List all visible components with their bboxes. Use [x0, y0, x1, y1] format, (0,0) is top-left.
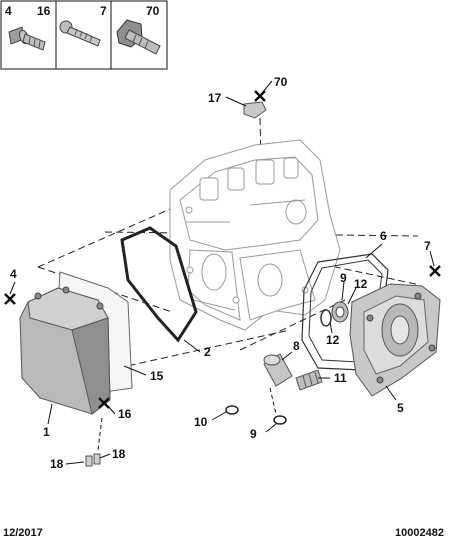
flange-bolt-icon	[8, 26, 46, 51]
bolt-4-marker	[4, 293, 16, 305]
callout-4: 4	[10, 267, 17, 281]
callout-70: 70	[274, 75, 288, 89]
bolt-7-marker	[429, 265, 441, 277]
o-ring-9b	[273, 415, 287, 425]
callout-17: 17	[208, 91, 222, 105]
gasket-2	[120, 226, 198, 343]
bolt-70-marker	[254, 90, 266, 102]
o-ring-9	[320, 309, 332, 327]
callout-1: 1	[43, 425, 50, 439]
callout-15: 15	[150, 369, 164, 383]
seal-12	[331, 301, 349, 323]
sensor-8	[263, 353, 293, 387]
callout-18-left: 18	[50, 457, 64, 471]
o-ring-10	[225, 405, 239, 415]
spring-11	[295, 369, 323, 391]
callout-5: 5	[397, 401, 404, 415]
table-ref-70: 70	[146, 4, 160, 18]
bracket-17	[243, 101, 267, 119]
callout-7: 7	[424, 239, 431, 253]
callout-labels: 70 17 6 7 4 9 12 12 2 8 15 11 5 16 1 10 …	[10, 75, 431, 471]
cover-1	[19, 286, 111, 415]
housing-cover-5	[349, 283, 441, 397]
callout-8: 8	[293, 339, 300, 353]
callout-9-upper: 9	[340, 271, 347, 285]
footer-reference: 10002482	[395, 527, 444, 539]
callout-6: 6	[380, 229, 387, 243]
fastener-table: 4 16 7 70	[0, 0, 168, 70]
callout-11: 11	[334, 371, 347, 385]
callout-12-lower: 12	[326, 333, 340, 347]
callout-18-right: 18	[112, 447, 126, 461]
table-ref-7: 7	[100, 4, 107, 18]
long-screw-icon	[59, 20, 101, 47]
table-qty-16: 16	[37, 4, 51, 18]
leader-lines	[9, 80, 435, 465]
callout-16: 16	[118, 407, 132, 421]
hex-bolt-icon	[116, 19, 161, 55]
callout-2: 2	[204, 345, 211, 359]
callout-12-upper: 12	[354, 277, 368, 291]
footer-date: 12/2017	[3, 527, 43, 539]
callout-10: 10	[194, 415, 208, 429]
table-ref-4: 4	[5, 4, 12, 18]
bolt-16-marker	[98, 397, 110, 409]
gearbox-housing	[169, 139, 341, 331]
callout-9-lower: 9	[250, 427, 257, 441]
clips-18	[85, 453, 101, 467]
